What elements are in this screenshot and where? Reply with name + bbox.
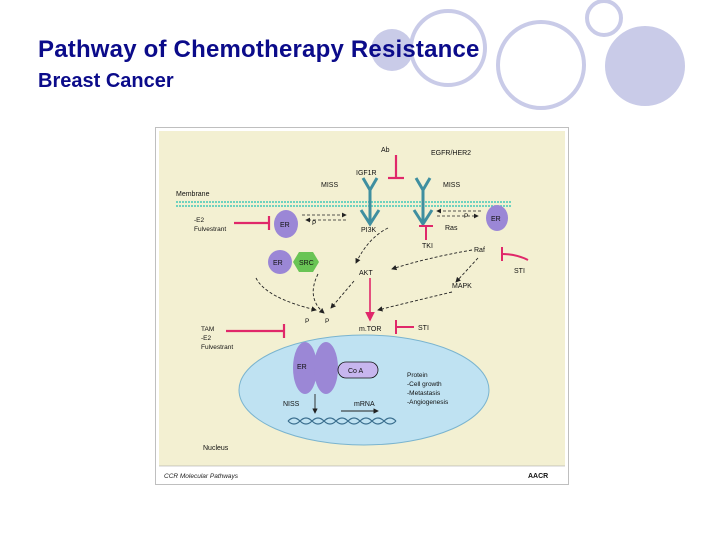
metastasis-label: -Metastasis [407,390,441,397]
cell-growth-label: -Cell growth [407,381,442,388]
ab-label: Ab [381,147,390,154]
footer-strip [156,466,568,484]
tam-e2-label: -E2 [201,335,212,342]
tam-fulv-label: Fulvestrant [201,344,233,351]
src-shape [293,252,319,272]
nucleus [238,334,490,446]
akt-label: AKT [359,270,373,277]
decor-circle-filled [371,29,413,71]
e2-left-label: -E2 [194,217,205,224]
slide-subtitle: Breast Cancer [38,70,174,92]
fulvestrant-inhibitor [234,216,271,230]
tki-label: TKI [422,243,433,250]
protein-label: Protein [407,372,428,379]
pathway-diagram: Membrane Ab EGFR/HER2 IGF1R MISS MISS -E… [156,131,568,484]
mapk-label: MAPK [452,283,472,290]
raf-sti-inhibitor [501,247,529,261]
receptor-left [359,177,381,227]
sti-mtor-label: STI [418,325,429,332]
src-label: SRC [299,260,314,267]
igf1r-label: IGF1R [356,170,377,177]
angiogenesis-label: -Angiogenesis [407,399,449,406]
decor-circle [585,0,623,37]
er-src-label: ER [273,260,283,267]
er-membrane-left [274,210,298,238]
fulvestrant-left-label: Fulvestrant [194,226,226,233]
sti-right-label: STI [514,268,525,275]
pi3k-label: PI3K [361,227,377,234]
er-nuclear-right [314,342,338,394]
slide-title: Pathway of Chemotherapy Resistance [38,36,480,63]
coa-label: Co A [348,368,364,375]
raf-label: Raf [474,247,485,254]
mtor-label: m.TOR [359,326,381,333]
nucleus-label: Nucleus [203,445,229,452]
p-left-label: P [312,220,316,227]
dna-helix [287,417,397,425]
er-membrane-right-label: ER [491,216,501,223]
mtor-sti-inhibitor [395,320,414,334]
p-right-label: P [464,213,468,220]
footer-journal-label: CCR Molecular Pathways [164,473,239,480]
tam-label: TAM [201,326,214,333]
p1-label: P [305,318,309,325]
p2-label: P [325,318,329,325]
membrane-label: Membrane [176,191,210,198]
miss-left-label: MISS [321,182,338,189]
signaling-arrows [255,227,479,314]
ras-label: Ras [445,225,458,232]
er-nuclear-label: ER [297,364,307,371]
receptor-right [412,177,434,227]
er-nuclear-left [293,342,317,394]
coa-box [337,361,379,379]
aacr-logo: AACR [528,473,548,480]
niss-label: NISS [283,401,300,408]
miss-right-label: MISS [443,182,460,189]
er-membrane-right [486,205,508,231]
mrna-label: mRNA [354,401,375,408]
ab-inhibitor [388,155,404,180]
er-membrane-left-label: ER [280,222,290,229]
decor-circle-filled [605,26,685,106]
tki-inhibitor [419,225,433,240]
tam-inhibitor [226,324,286,338]
pathway-figure: Membrane Ab EGFR/HER2 IGF1R MISS MISS -E… [155,127,569,485]
membrane [176,201,512,207]
egfr-label: EGFR/HER2 [431,150,471,157]
decor-circle [496,20,586,110]
er-src [268,250,292,274]
